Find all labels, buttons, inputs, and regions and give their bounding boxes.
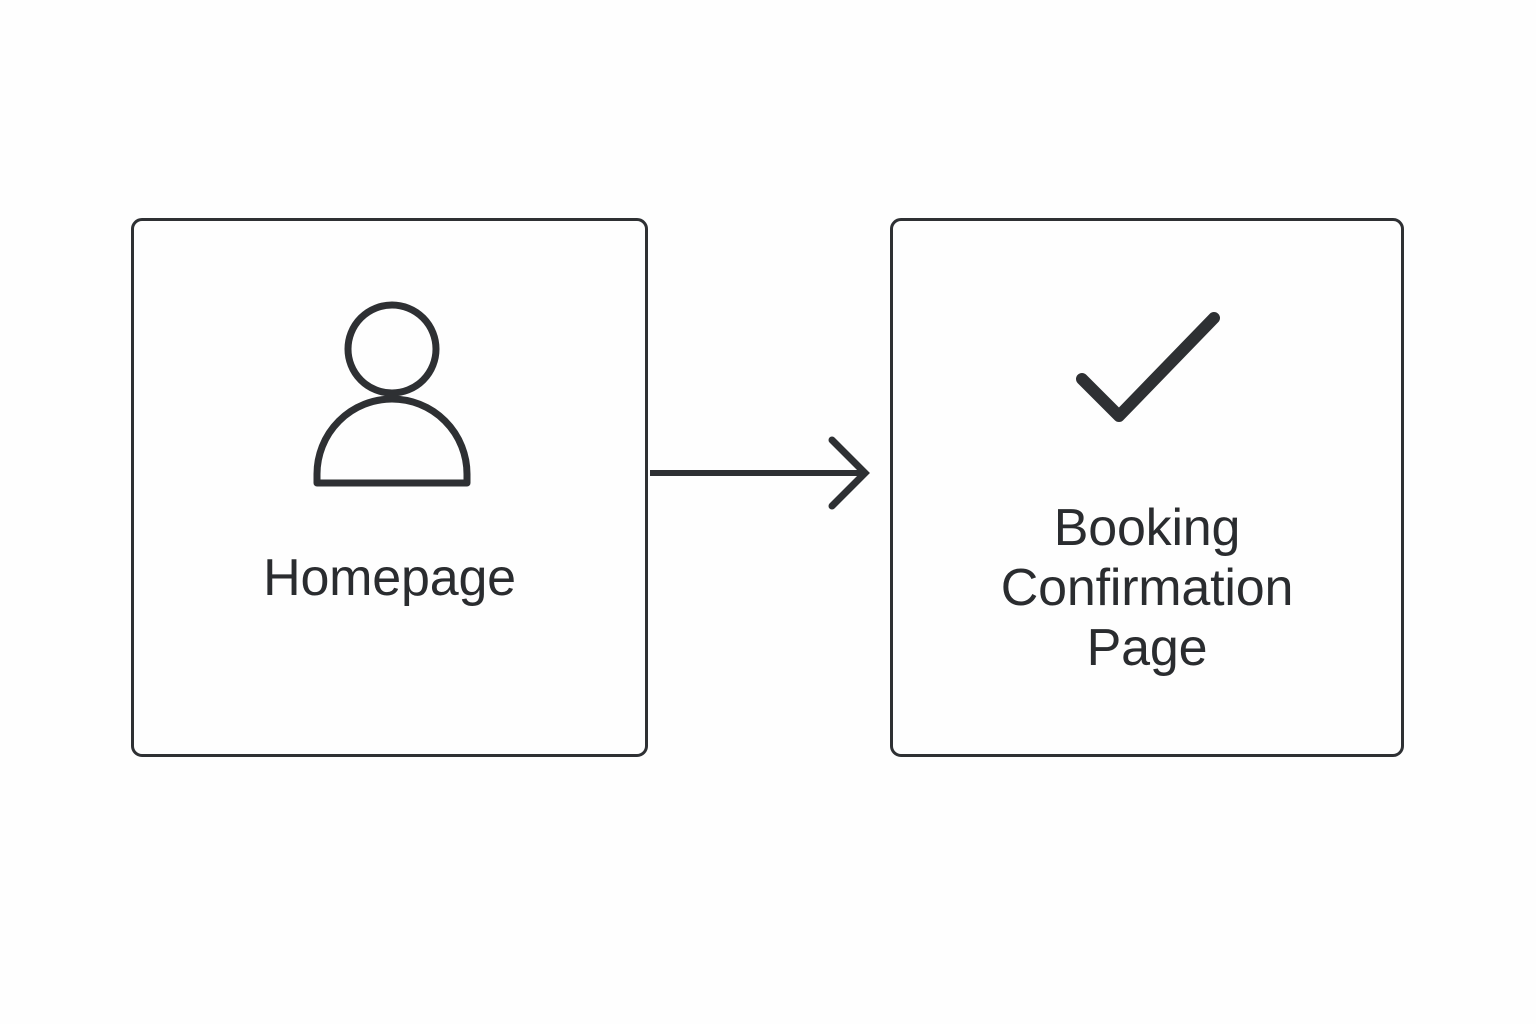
node-booking-confirmation-label: Booking Confirmation Page <box>1000 499 1294 677</box>
checkmark-icon <box>1071 311 1231 431</box>
node-homepage[interactable]: Homepage <box>131 218 648 757</box>
node-booking-confirmation[interactable]: Booking Confirmation Page <box>890 218 1404 757</box>
node-homepage-label: Homepage <box>263 549 516 607</box>
arrow-homepage-to-confirmation <box>640 425 880 525</box>
person-icon <box>312 299 472 499</box>
